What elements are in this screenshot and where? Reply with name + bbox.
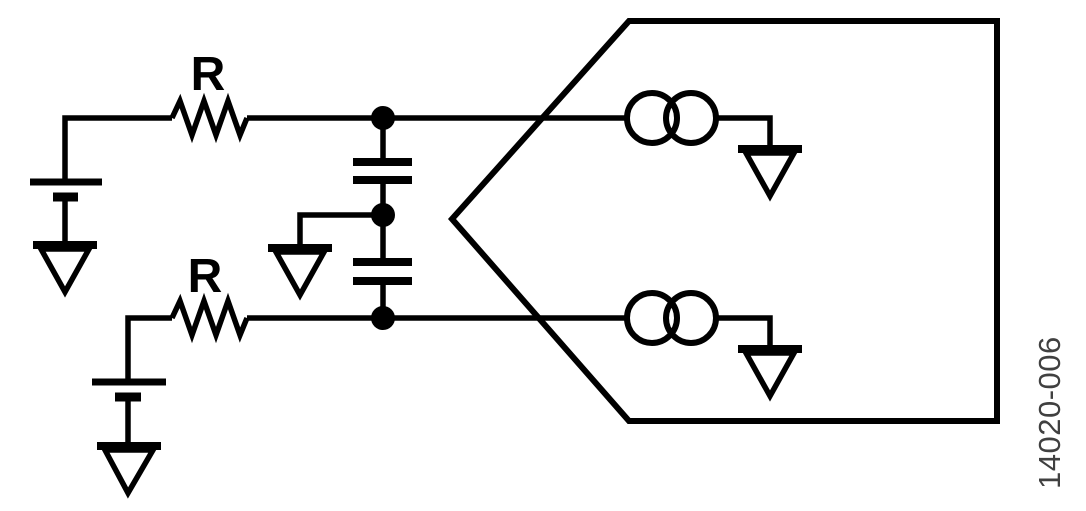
ground-current-source-bottom-icon bbox=[738, 345, 802, 402]
current-source-top-icon bbox=[624, 90, 680, 146]
adc-body-outline bbox=[447, 18, 1000, 424]
top-input-wire-left bbox=[62, 115, 172, 183]
ground-voltage-source-bottom-icon bbox=[97, 442, 161, 499]
voltage-source-top-icon bbox=[30, 178, 102, 202]
current-source-top-ground-wire bbox=[716, 115, 773, 147]
capacitor-top-icon bbox=[353, 158, 412, 184]
voltage-source-bottom-icon bbox=[92, 378, 166, 402]
figure-code: 14020-006 bbox=[1032, 336, 1067, 489]
resistor-bottom-label: R bbox=[188, 250, 223, 303]
resistor-top-zigzag bbox=[169, 92, 250, 144]
midpoint-ground-wire bbox=[297, 212, 383, 246]
ground-midpoint-icon bbox=[268, 244, 332, 301]
current-source-top-icon2 bbox=[663, 90, 719, 146]
ground-voltage-source-top-icon bbox=[33, 241, 97, 298]
bottom-input-wire-left bbox=[125, 315, 172, 379]
current-source-bottom-icon2 bbox=[663, 290, 719, 346]
capacitor-bottom-icon bbox=[353, 258, 412, 285]
resistor-top-label: R bbox=[191, 48, 226, 101]
ground-current-source-top-icon bbox=[738, 145, 802, 202]
current-source-bottom-ground-wire bbox=[716, 315, 773, 347]
current-source-bottom-icon bbox=[624, 290, 680, 346]
resistor-bottom-zigzag bbox=[169, 292, 250, 344]
